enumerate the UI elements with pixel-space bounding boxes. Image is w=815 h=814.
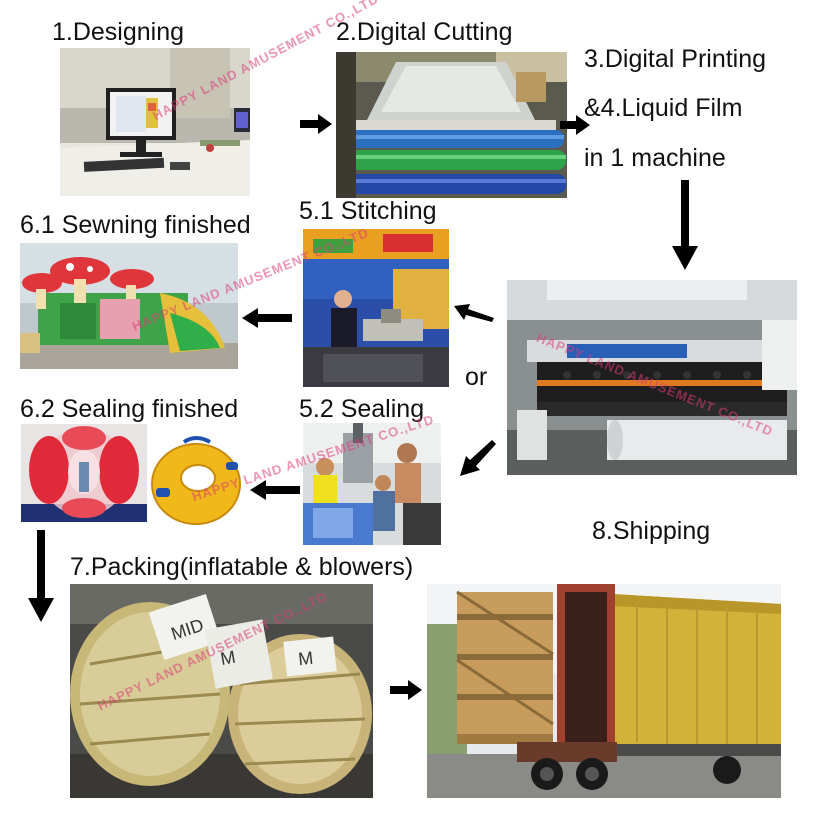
step-sealing-label: 5.2 Sealing (299, 395, 425, 423)
arrow-right-icon (390, 680, 422, 700)
arrow-down-icon (28, 530, 54, 622)
digital-cutting-photo (336, 52, 567, 198)
arrow-right-icon (560, 115, 590, 135)
sewing-finished-photo (20, 243, 238, 369)
step-designing-label: 1.Designing (52, 18, 185, 46)
arrow-diagonal-icon (454, 300, 494, 322)
step-digital-cutting-label: 2.Digital Cutting (336, 18, 513, 46)
packing-label-3: M (297, 648, 314, 669)
sealing-photo (303, 423, 441, 545)
shipping-photo (427, 584, 781, 798)
step-liquid-film-label: &4.Liquid Film (584, 94, 743, 122)
packing-label-2: M (219, 647, 237, 669)
arrow-diagonal-icon (460, 440, 496, 476)
step-stitching-label: 5.1 Stitching (299, 197, 437, 225)
step-digital-printing-label: 3.Digital Printing (584, 45, 767, 73)
arrow-right-icon (300, 114, 332, 134)
step-one-machine-label: in 1 machine (584, 144, 726, 172)
arrow-down-icon (672, 180, 698, 270)
arrow-left-icon (242, 308, 292, 328)
stitching-photo (303, 229, 449, 387)
swim-ring-photo (148, 434, 244, 530)
sealing-finished-photo (21, 424, 147, 522)
packing-photo: MID M M (70, 584, 373, 798)
designing-photo (60, 48, 250, 196)
step-packing-label: 7.Packing(inflatable & blowers) (70, 553, 414, 581)
arrow-left-icon (250, 480, 300, 500)
printing-machine-photo (507, 280, 797, 475)
or-label: or (465, 363, 488, 391)
step-shipping-label: 8.Shipping (592, 517, 711, 545)
step-sealing-finished-label: 6.2 Sealing finished (20, 395, 239, 423)
step-sewing-finished-label: 6.1 Sewning finished (20, 211, 251, 239)
